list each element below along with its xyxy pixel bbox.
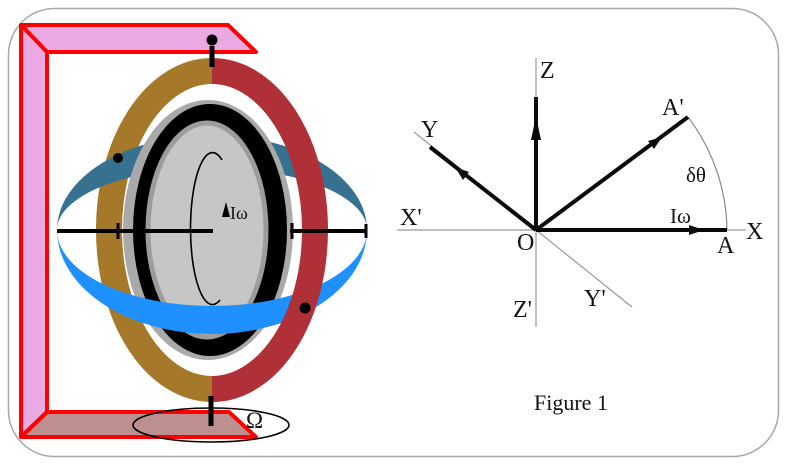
origin-label: O bbox=[517, 230, 534, 256]
point-a-prime-label: A' bbox=[662, 95, 684, 121]
figure-caption: Figure 1 bbox=[534, 390, 608, 415]
top-pivot-dot bbox=[206, 34, 218, 46]
horizontal-ring-back bbox=[57, 135, 367, 230]
precession-label: Ω bbox=[246, 408, 263, 433]
spin-direction-arrowhead bbox=[222, 202, 230, 217]
x-prime-axis-label: X' bbox=[400, 205, 422, 231]
rotation-arc bbox=[687, 116, 728, 231]
axle-group bbox=[57, 223, 368, 239]
frame-top-arm bbox=[19, 23, 258, 54]
delta-theta-label: δθ bbox=[686, 163, 706, 187]
i-omega-vector-label: Iω bbox=[670, 204, 691, 228]
axes-diagram: Z Y X' O X A A' δθ Iω Z' Y' bbox=[397, 58, 763, 327]
spin-direction-arc bbox=[189, 151, 223, 306]
ring-pivot-dot-right bbox=[299, 302, 311, 314]
vector-oz-arrowhead bbox=[531, 116, 541, 140]
z-prime-axis-label: Z' bbox=[513, 297, 532, 323]
x-axis-label: X bbox=[746, 219, 763, 245]
z-axis-label: Z bbox=[540, 58, 555, 84]
axes-arrowheads bbox=[455, 116, 704, 235]
ring-pivot-dot-left bbox=[113, 153, 123, 163]
frame-group bbox=[19, 23, 258, 439]
point-a-label: A bbox=[717, 233, 735, 259]
spin-momentum-label: Iω bbox=[230, 203, 248, 223]
y-axis-label: Y bbox=[421, 117, 438, 143]
axes-thin-lines bbox=[397, 58, 746, 327]
y-prime-axis-label: Y' bbox=[584, 286, 606, 312]
vector-oa-arrowhead bbox=[689, 225, 704, 235]
vector-oa-prime bbox=[534, 115, 690, 232]
frame-base-arm bbox=[19, 410, 258, 439]
gyroscope-illustration: Iω Ω bbox=[19, 23, 368, 443]
vector-oy bbox=[428, 145, 538, 232]
frame-post bbox=[19, 23, 49, 439]
page-border bbox=[7, 7, 780, 458]
vector-oa-prime-arrowhead bbox=[648, 137, 662, 149]
vector-oy-arrowhead bbox=[455, 167, 469, 180]
